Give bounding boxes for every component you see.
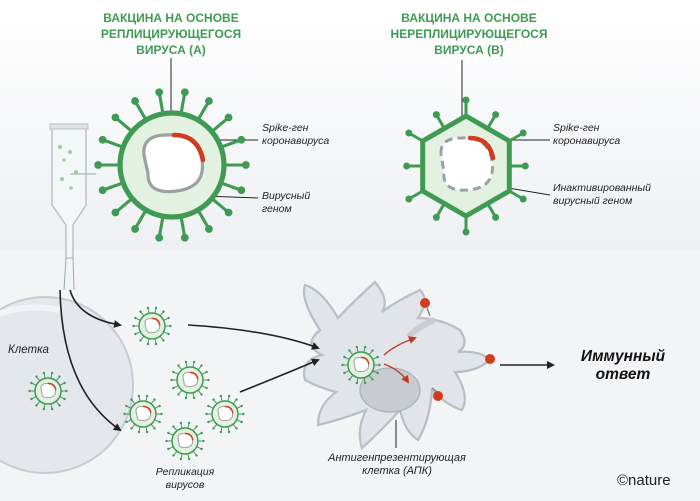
virus-entering <box>132 306 172 346</box>
virus-in-apc <box>341 345 381 385</box>
vaccine-b-title-line-3: ВИРУСА (В) <box>434 43 504 57</box>
vaccine-a-genome-label: Вирусный геном <box>262 190 310 216</box>
vaccine-a-genome-label-line-2: геном <box>262 203 292 215</box>
vaccine-a-title-line-3: ВИРУСА (А) <box>136 43 206 57</box>
virus-replicated <box>123 394 163 434</box>
host-cell <box>0 296 134 474</box>
apc-internal-arrow <box>383 363 410 384</box>
vaccine-a-spike-label-line-2: коронавируса <box>262 135 330 147</box>
cell-label: Клетка <box>8 344 49 356</box>
apc-internal-arrow <box>383 336 417 356</box>
top-band <box>0 0 700 250</box>
vaccine-a-title-line-1: ВАКЦИНА НА ОСНОВЕ <box>103 11 239 25</box>
vaccine-a-title-line-2: РЕПЛИЦИРУЮЩЕГОСЯ <box>100 27 242 41</box>
vaccine-b-spike-label-line-2: коронавируса <box>553 135 621 147</box>
virus-replicated <box>165 421 205 461</box>
vaccine-b-spike-label-line-1: Spike-ген <box>553 122 600 134</box>
vaccine-a-title: ВАКЦИНА НА ОСНОВЕ РЕПЛИЦИРУЮЩЕГОСЯ ВИРУС… <box>90 10 252 58</box>
virus-b-nonreplicating <box>403 96 529 236</box>
flow-arrows <box>59 289 555 432</box>
vaccine-b-spike-label: Spike-ген коронавируса <box>553 122 620 148</box>
vaccine-a-genome-label-line-1: Вирусный <box>262 190 311 202</box>
vaccine-b-genome-label: Инактивированный вирусный геном <box>553 182 651 208</box>
virus-in-cell <box>28 371 68 411</box>
nature-logo: ©nature <box>617 472 671 489</box>
immune-response-label: Иммунный ответ <box>568 348 678 384</box>
virus-replicated <box>205 394 245 434</box>
immune-response-line-1: Иммунный <box>580 348 666 365</box>
virus-replicated <box>170 360 210 400</box>
pipette-icon <box>49 123 96 291</box>
vaccine-b-title-line-1: ВАКЦИНА НА ОСНОВЕ <box>401 11 537 25</box>
vaccine-b-title-line-2: НЕРЕПЛИЦИРУЮЩЕГОСЯ <box>390 27 548 41</box>
immune-response-line-2: ответ <box>595 366 651 383</box>
replication-label: Репликация вирусов <box>145 466 225 492</box>
antigen-markers <box>420 298 495 401</box>
apc-label-line-2: клетка (АПК) <box>362 465 432 477</box>
vaccine-b-genome-label-line-2: вирусный геном <box>553 195 633 207</box>
virus-group <box>28 88 529 461</box>
vaccine-b-genome-label-line-1: Инактивированный <box>553 182 652 194</box>
apc-label: Антигенпрезентирующая клетка (АПК) <box>322 452 472 478</box>
apc-label-line-1: Антигенпрезентирующая <box>328 452 466 464</box>
replication-label-line-2: вирусов <box>165 479 205 491</box>
replication-label-line-1: Репликация <box>155 466 215 478</box>
vaccine-a-spike-label: Spike-ген коронавируса <box>262 122 329 148</box>
vaccine-b-title: ВАКЦИНА НА ОСНОВЕ НЕРЕПЛИЦИРУЮЩЕГОСЯ ВИР… <box>388 10 550 58</box>
virus-a-replicating <box>94 88 250 242</box>
vaccine-a-spike-label-line-1: Spike-ген <box>262 122 309 134</box>
